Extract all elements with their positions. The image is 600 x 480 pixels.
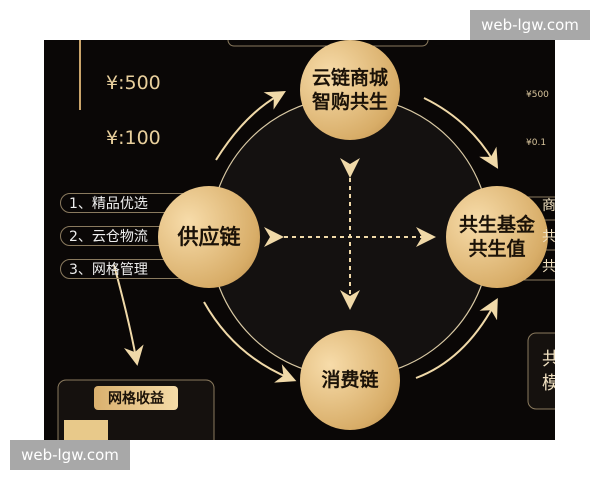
node-symbiosis-fund: 共生基金 共生值: [446, 186, 548, 288]
arrow-mall-to-fund: [423, 97, 499, 169]
price-label: ¥0.1: [526, 138, 547, 148]
right-box-line: 共: [542, 349, 555, 370]
right-item: 共: [542, 229, 555, 245]
node-label: 供应链: [177, 225, 241, 249]
node-label: 智购共生: [311, 91, 388, 113]
right-box-text: 共 模: [542, 348, 555, 396]
node-label: 云链商城: [311, 67, 388, 89]
node-label: 共生基金: [458, 214, 535, 236]
right-box-frame: [527, 332, 555, 410]
node-consumption-chain: 消费链: [300, 330, 400, 430]
right-item: 商: [542, 198, 555, 214]
right-box-line: 模: [542, 373, 555, 394]
grid-income-title: 网格收益: [94, 386, 178, 410]
watermark-top: web-lgw.com: [470, 10, 590, 40]
node-supply-chain: 供应链: [158, 186, 260, 288]
node-cloud-mall: 云链商城 智购共生: [300, 40, 400, 140]
arrow-to-grid-income: [113, 264, 144, 366]
arrow-supply-to-mall: [215, 91, 286, 161]
right-item: 共: [542, 259, 555, 275]
price-label: ¥500: [526, 90, 549, 100]
arrow-consume-to-fund: [415, 297, 498, 379]
arrow-supply-to-consume: [203, 301, 297, 383]
node-label: 消费链: [321, 369, 379, 391]
diagram: ¥:500 ¥:100 ¥500 ¥0.1 1、精品优选 2、云仓物流 3、网格…: [44, 40, 555, 440]
price-label: ¥:500: [106, 72, 161, 94]
grid-income-bar: [64, 420, 108, 440]
watermark-bottom: web-lgw.com: [10, 440, 130, 470]
price-label: ¥:100: [106, 127, 161, 149]
node-label: 共生值: [468, 238, 526, 260]
